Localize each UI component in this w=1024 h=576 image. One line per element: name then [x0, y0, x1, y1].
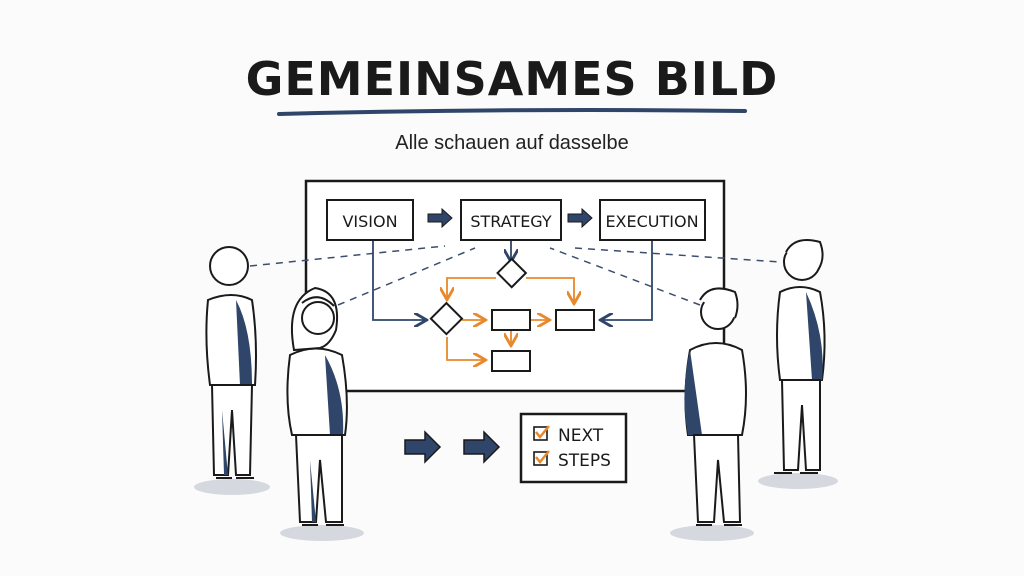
title-underline — [277, 108, 747, 116]
arrow-icon — [427, 207, 453, 229]
svg-text:STEPS: STEPS — [558, 451, 611, 471]
step-strategy: STRATEGY — [460, 199, 562, 241]
person-right-man-2 — [774, 239, 826, 474]
svg-text:EXECUTION: EXECUTION — [605, 212, 698, 231]
person-left-bald — [205, 246, 257, 479]
step-vision: VISION — [326, 199, 414, 241]
arrow-icon — [567, 207, 593, 229]
checkbox-icon — [533, 451, 548, 466]
title: GEMEINSAMES BILD — [246, 52, 779, 106]
arrow-icon — [404, 430, 442, 464]
person-right-man — [684, 287, 747, 526]
checkbox-icon — [533, 426, 548, 441]
subtitle: Alle schauen auf dasselbe — [395, 132, 629, 154]
sight-lines — [249, 245, 781, 306]
svg-text:STRATEGY: STRATEGY — [470, 212, 552, 231]
floor-shadows — [194, 473, 838, 541]
svg-text:NEXT: NEXT — [558, 426, 604, 446]
person-left-woman — [286, 286, 348, 526]
arrow-icon — [463, 430, 501, 464]
next-steps-card: NEXT STEPS — [519, 412, 628, 484]
svg-text:VISION: VISION — [342, 212, 397, 231]
step-execution: EXECUTION — [599, 199, 706, 241]
flowchart — [372, 241, 653, 372]
